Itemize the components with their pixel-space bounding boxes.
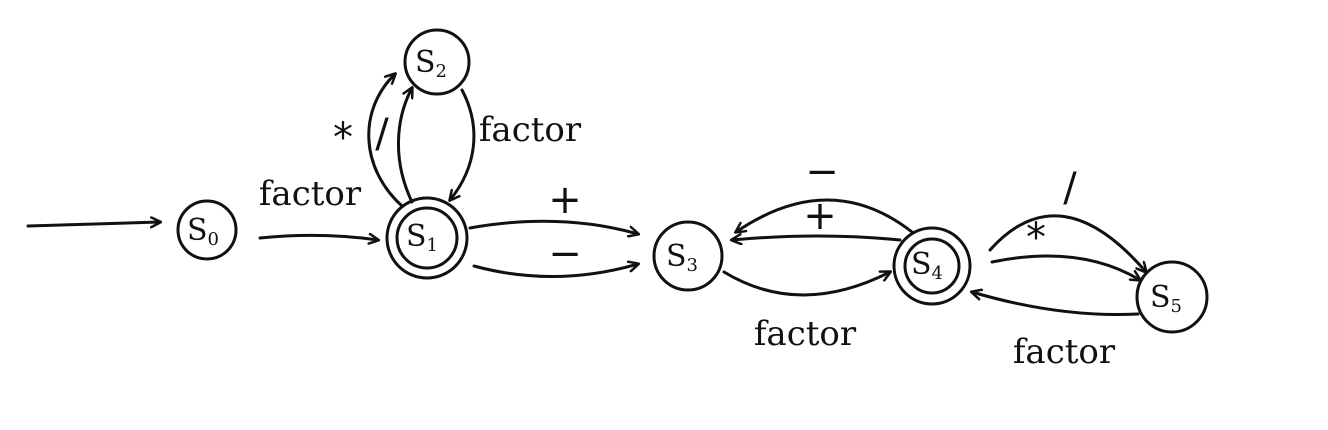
svg-text:S0: S0 bbox=[187, 213, 219, 250]
state-s2-sub: 2 bbox=[436, 61, 447, 82]
svg-text:S1: S1 bbox=[406, 219, 438, 256]
state-s5-letter: S bbox=[1150, 280, 1171, 315]
start-arrow bbox=[26, 222, 160, 226]
state-s3-letter: S bbox=[666, 239, 687, 274]
edge-s1-s2-times bbox=[367, 74, 404, 208]
state-s0-sub: 0 bbox=[208, 229, 219, 250]
state-s2-letter: S bbox=[415, 45, 436, 80]
edge-s1-s2-div-label: / bbox=[375, 111, 389, 157]
state-s5: S5 bbox=[1135, 260, 1209, 334]
edge-s5-s4 bbox=[972, 292, 1140, 317]
edge-s4-s3-plus-label: + bbox=[803, 193, 837, 239]
svg-text:S3: S3 bbox=[666, 239, 698, 276]
state-s1: S1 bbox=[385, 196, 469, 280]
state-s5-sub: 5 bbox=[1171, 296, 1182, 317]
edge-s1-s3-plus-label: + bbox=[548, 177, 582, 223]
edge-s1-s3-plus bbox=[468, 219, 638, 234]
edge-s1-s3-minus bbox=[472, 264, 638, 279]
state-s1-sub: 1 bbox=[427, 235, 438, 256]
edge-s3-s4-label: factor bbox=[754, 314, 857, 354]
state-s3-sub: 3 bbox=[687, 255, 698, 276]
edge-s4-s5-div bbox=[988, 214, 1146, 272]
state-s4-letter: S bbox=[911, 247, 932, 282]
edge-s4-s3-minus-label: − bbox=[805, 149, 839, 195]
edge-s0-s1 bbox=[258, 235, 378, 240]
edge-s1-s3-minus-label: − bbox=[548, 231, 582, 277]
state-s0-letter: S bbox=[187, 213, 208, 248]
state-s4: S4 bbox=[892, 226, 972, 306]
edge-s4-s5-times bbox=[990, 254, 1140, 280]
edge-s1-s2-div bbox=[397, 88, 412, 204]
state-s3: S3 bbox=[652, 220, 724, 292]
edge-s5-s4-label: factor bbox=[1013, 332, 1116, 372]
svg-text:S4: S4 bbox=[911, 247, 943, 284]
edge-s4-s3-plus bbox=[732, 236, 902, 240]
edge-s0-s1-label: factor bbox=[259, 174, 362, 214]
state-s2: S2 bbox=[403, 28, 471, 96]
edge-s1-s2-times-label: * bbox=[333, 115, 353, 161]
svg-text:S2: S2 bbox=[415, 45, 447, 82]
edge-s4-s5-div-label: / bbox=[1063, 165, 1077, 211]
edge-s2-s1 bbox=[450, 88, 476, 200]
edge-s3-s4 bbox=[722, 272, 890, 297]
edge-s4-s5-times-label: * bbox=[1026, 215, 1046, 261]
state-s4-sub: 4 bbox=[932, 263, 943, 284]
edge-s2-s1-label: factor bbox=[479, 110, 582, 150]
state-s1-letter: S bbox=[406, 219, 427, 254]
edge-s4-s3-minus bbox=[736, 198, 914, 232]
svg-text:S5: S5 bbox=[1150, 280, 1182, 317]
state-s0: S0 bbox=[176, 199, 238, 261]
